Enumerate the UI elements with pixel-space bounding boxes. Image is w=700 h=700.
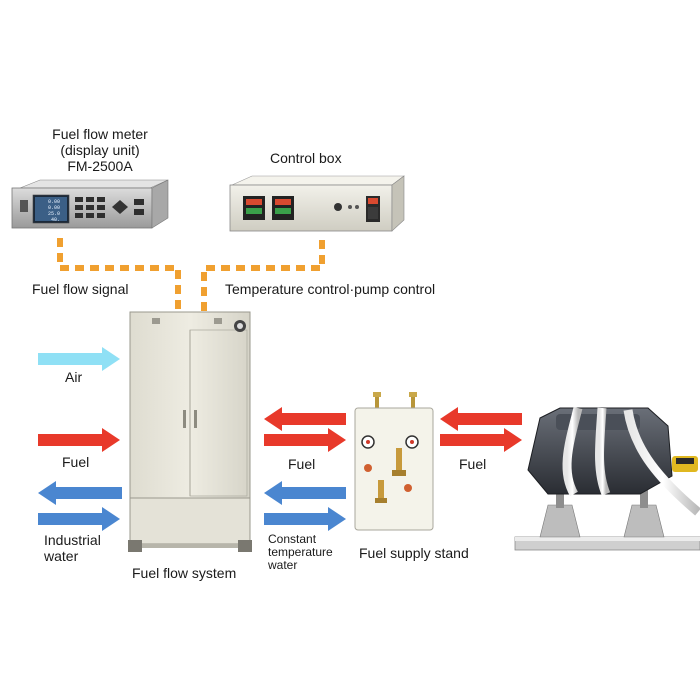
fuel-flow-signal-line <box>57 238 181 312</box>
constant-temperature-water-label: Constant temperature water <box>268 533 333 572</box>
industrial-water-label: Industrial water <box>44 532 101 564</box>
fuel-supply-stand-device <box>354 392 434 531</box>
fuel-flow-signal-label: Fuel flow signal <box>32 281 129 297</box>
control-box-device <box>229 175 405 232</box>
fuel-left-label: Fuel <box>62 454 90 470</box>
const-water-out-arrow <box>264 481 346 505</box>
temperature-pump-control-label: Temperature control·pump control <box>225 281 436 297</box>
fuel-flow-meter-device: 0.00 0.00 25.0 40. <box>11 179 169 229</box>
temperature-control-line <box>201 240 325 312</box>
industrial-water-out-arrow <box>38 481 122 505</box>
fuel-flow-meter-subtitle: (display unit) <box>60 142 140 158</box>
control-box-label: Control box <box>270 150 342 166</box>
fuel-supply-stand-label: Fuel supply stand <box>359 545 469 561</box>
meter-display-line-1: 0.00 <box>48 199 60 205</box>
fuel-right-label: Fuel <box>459 456 487 472</box>
fuel-to-cabinet-arrow <box>264 428 346 452</box>
fuel-return-arrow <box>264 407 346 431</box>
signal-lines <box>57 238 325 312</box>
air-label: Air <box>65 369 83 385</box>
industrial-water-line-2: water <box>44 548 79 564</box>
fuel-to-engine-arrow <box>440 428 522 452</box>
fuel-flow-meter-model: FM-2500A <box>67 158 133 174</box>
fuel-from-engine-arrow <box>440 407 522 431</box>
meter-display-line-2: 0.00 <box>48 205 60 211</box>
industrial-water-line-1: Industrial <box>44 532 101 548</box>
fuel-flow-meter-title: Fuel flow meter <box>52 126 148 142</box>
industrial-water-in-arrow <box>38 507 120 531</box>
constant-temperature-water-line-2: temperature <box>268 545 333 559</box>
flow-arrows <box>38 347 522 531</box>
fuel-flow-meter-label: Fuel flow meter (display unit) FM-2500A <box>38 126 162 174</box>
air-arrow <box>38 347 120 371</box>
engine-on-bench <box>514 406 700 551</box>
constant-temperature-water-line-1: Constant <box>268 532 317 546</box>
fuel-middle-label: Fuel <box>288 456 316 472</box>
meter-display-line-4: 40. <box>51 217 60 223</box>
fuel-in-arrow <box>38 428 120 452</box>
const-water-in-arrow <box>264 507 346 531</box>
meter-display-line-3: 25.0 <box>48 211 60 217</box>
constant-temperature-water-line-3: water <box>268 558 298 572</box>
fuel-flow-system-label: Fuel flow system <box>132 565 237 581</box>
fuel-flow-system-cabinet <box>128 311 252 552</box>
